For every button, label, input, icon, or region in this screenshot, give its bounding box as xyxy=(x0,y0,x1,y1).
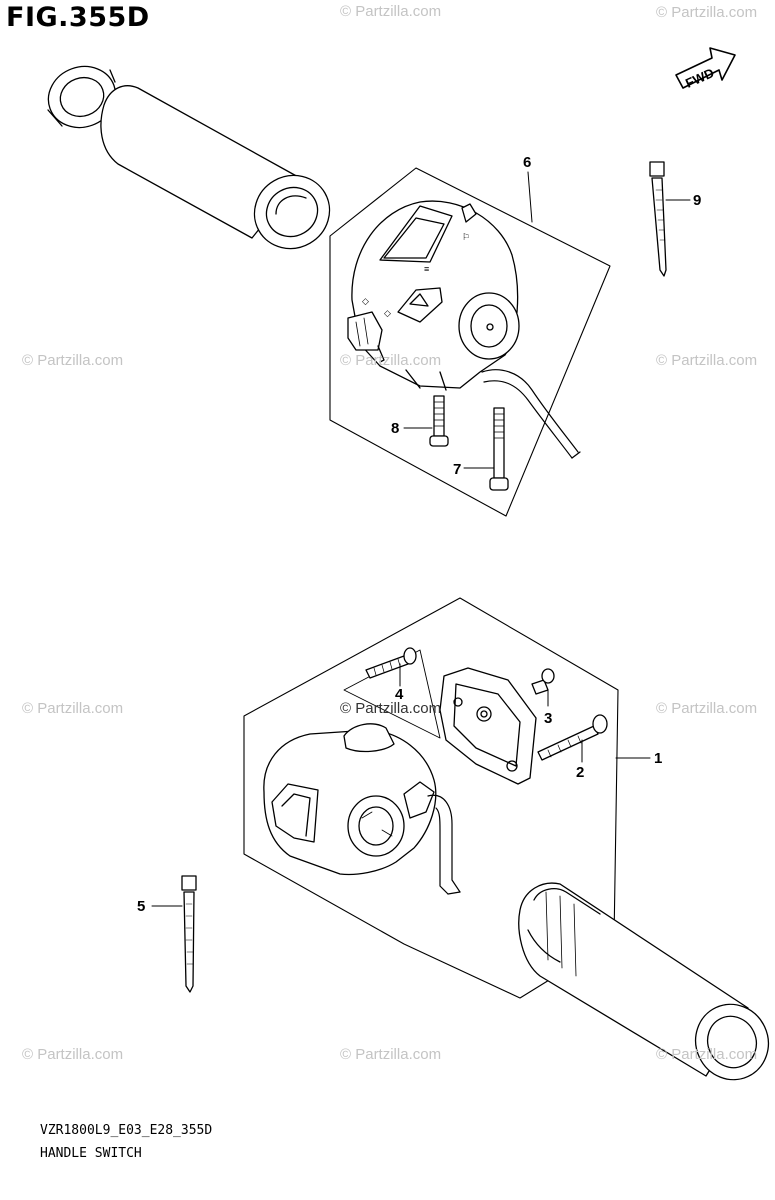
watermark: © Partzilla.com xyxy=(656,352,758,369)
watermark: © Partzilla.com xyxy=(656,4,758,21)
callout-4: 4 xyxy=(395,686,404,703)
callout-7: 7 xyxy=(453,461,462,478)
switch-bracket xyxy=(439,667,537,785)
watermark: © Partzilla.com xyxy=(340,700,442,717)
svg-text:≡: ≡ xyxy=(424,264,429,274)
fwd-arrow-icon: FWD xyxy=(675,47,736,91)
screw-part-4 xyxy=(365,647,417,679)
callout-3: 3 xyxy=(544,710,553,727)
grip-end-ring xyxy=(47,65,117,129)
diagram-code: VZR1800L9_E03_E28_355D xyxy=(40,1123,213,1138)
left-handle-grip xyxy=(100,85,331,250)
cable-tie-part-9 xyxy=(649,161,667,277)
assembly-outline-6 xyxy=(329,167,611,517)
right-handlebar-switch xyxy=(263,723,437,876)
switch-cable-left xyxy=(481,369,581,459)
svg-text:◇: ◇ xyxy=(384,308,391,318)
screw-part-7 xyxy=(489,407,509,491)
watermark: © Partzilla.com xyxy=(656,700,758,717)
watermark: © Partzilla.com xyxy=(22,352,124,369)
right-throttle-grip xyxy=(518,882,770,1081)
callout-6: 6 xyxy=(523,154,532,171)
watermark: © Partzilla.com xyxy=(22,1046,124,1063)
watermark: © Partzilla.com xyxy=(340,3,442,20)
callout-8: 8 xyxy=(391,420,400,437)
screw-part-2 xyxy=(537,714,608,761)
left-handlebar-switch: ⚐ ≡ ◇ ◇ xyxy=(347,200,520,391)
watermark: © Partzilla.com xyxy=(340,352,442,369)
screw-part-8 xyxy=(429,395,449,447)
watermark: © Partzilla.com xyxy=(656,1046,758,1063)
callout-1: 1 xyxy=(654,750,663,767)
switch-cable-right xyxy=(427,794,461,895)
watermark: © Partzilla.com xyxy=(340,1046,442,1063)
callout-5: 5 xyxy=(137,898,146,915)
svg-text:⚐: ⚐ xyxy=(462,232,470,242)
diagram-name: HANDLE SWITCH xyxy=(40,1146,142,1161)
figure-title: FIG.355D xyxy=(6,2,150,33)
svg-text:◇: ◇ xyxy=(362,296,369,306)
callout-2: 2 xyxy=(576,764,585,781)
callout-9: 9 xyxy=(693,192,702,209)
screw-part-3 xyxy=(531,668,555,695)
watermark: © Partzilla.com xyxy=(22,700,124,717)
cable-tie-part-5 xyxy=(181,875,197,993)
